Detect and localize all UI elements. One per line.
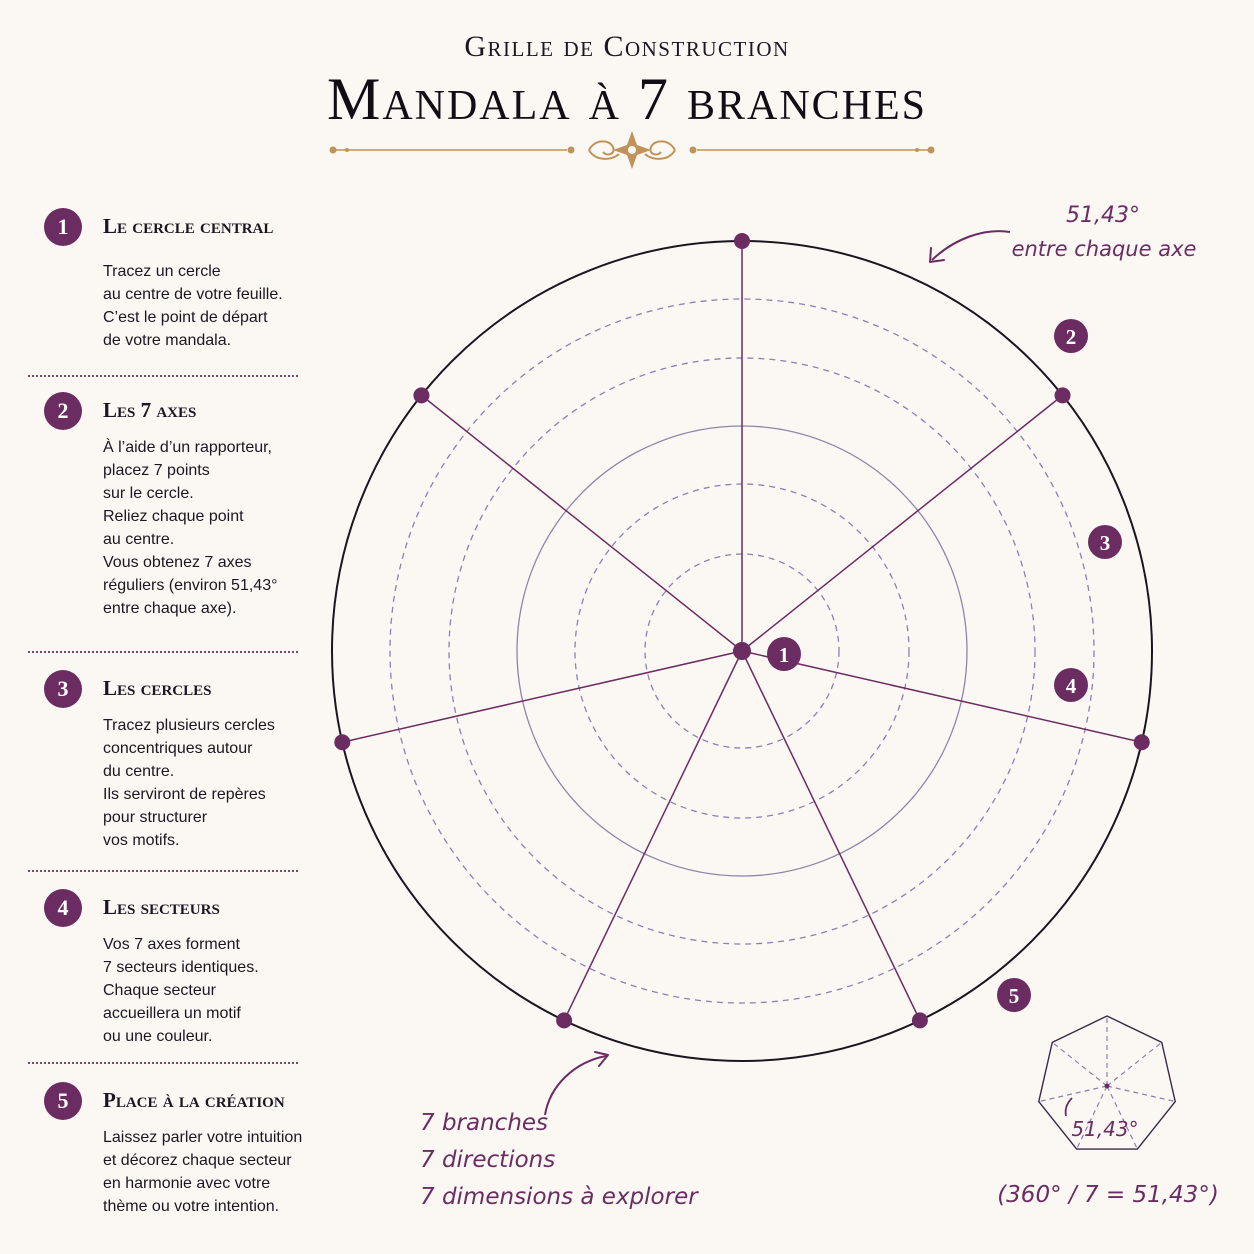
axis-line: [563, 650, 743, 1021]
angle-annotation-value: 51,43°: [1066, 203, 1140, 228]
step-text: Tracez un cercle au centre de votre feui…: [103, 263, 283, 349]
marker-label: 5: [1009, 984, 1020, 1008]
step-number-badge: 3: [44, 670, 82, 708]
heptagon-spoke: [1051, 1041, 1108, 1087]
branches-line-1: 7 branches: [420, 1110, 548, 1136]
axis-point: [911, 1012, 928, 1029]
axis-line: [741, 394, 1064, 652]
step-title: Le cercle central: [103, 214, 274, 238]
arrowhead-icon: [594, 1051, 609, 1067]
axis-point: [1133, 734, 1150, 751]
guide-circle-dashed: [389, 298, 1095, 1004]
step-text: Vos 7 axes forment 7 secteurs identiques…: [103, 936, 259, 1045]
axis-line: [741, 650, 921, 1021]
center-point: [733, 642, 751, 660]
step-divider: [28, 375, 298, 377]
marker-4: 4: [1054, 668, 1088, 702]
step-number-badge: 1: [44, 208, 82, 246]
branches-line-3: 7 dimensions à explorer: [420, 1184, 699, 1210]
step-number-badge: 2: [44, 392, 82, 430]
step-title: Les 7 axes: [103, 398, 197, 422]
marker-label: 3: [1100, 531, 1111, 555]
step-divider: [28, 1062, 298, 1064]
step-number-badge: 4: [44, 889, 82, 927]
axis-line: [741, 650, 1142, 743]
step-title: Les secteurs: [103, 895, 220, 919]
step-number-badge: 5: [44, 1082, 82, 1120]
heptagon-spoke: [1038, 1085, 1108, 1103]
marker-label: 1: [779, 643, 790, 667]
step-title: Place à la création: [103, 1088, 285, 1112]
marker-2: 2: [1054, 319, 1088, 353]
marker-label: 2: [1066, 325, 1077, 349]
page-title: Mandala à 7 branches: [326, 66, 928, 132]
angle-annotation-text: entre chaque axe: [1012, 237, 1197, 261]
arrowhead-icon: [929, 247, 945, 263]
axis-points-group: [334, 233, 1150, 1029]
axis-line: [342, 650, 743, 743]
heptagon-center: [1104, 1083, 1110, 1089]
marker-5: 5: [997, 978, 1031, 1012]
heptagon-diagram: [1037, 1015, 1177, 1150]
heptagon-angle-label: 51,43°: [1071, 1117, 1138, 1141]
heptagon-spoke: [1076, 1085, 1108, 1150]
marker-3: 3: [1088, 525, 1122, 559]
angle-formula: (360° / 7 = 51,43°): [997, 1182, 1219, 1208]
step-title: Les cercles: [103, 676, 212, 700]
step-text: Laissez parler votre intuition et décore…: [103, 1129, 303, 1215]
curved-arrow-icon: [544, 1055, 607, 1116]
axis-line: [420, 394, 743, 652]
axes-group: [342, 241, 1142, 1021]
header: Grille de Construction Mandala à 7 branc…: [0, 30, 1254, 134]
angle-arc-icon: [1064, 1097, 1073, 1117]
axis-point: [1054, 387, 1071, 404]
step-divider: [28, 651, 298, 653]
step-text: Tracez plusieurs cercles concentriques a…: [103, 717, 275, 849]
heptagon-outline: [1037, 1015, 1177, 1150]
marker-label: 4: [1066, 674, 1077, 698]
axis-point: [734, 233, 750, 249]
step-text: À l’aide d’un rapporteur, placez 7 point…: [103, 439, 278, 617]
axis-point: [556, 1012, 573, 1029]
heptagon-spoke: [1106, 1085, 1176, 1103]
page-subtitle: Grille de Construction: [464, 30, 790, 63]
heptagon-spoke: [1106, 1041, 1163, 1087]
branches-line-2: 7 directions: [420, 1147, 555, 1173]
heptagon-spoke: [1106, 1085, 1138, 1150]
step-divider: [28, 870, 298, 872]
axis-point: [413, 387, 430, 404]
axis-point: [334, 734, 351, 751]
curved-arrow-icon: [931, 230, 1011, 261]
ornament-divider: [329, 131, 935, 169]
marker-1: 1: [767, 637, 801, 671]
